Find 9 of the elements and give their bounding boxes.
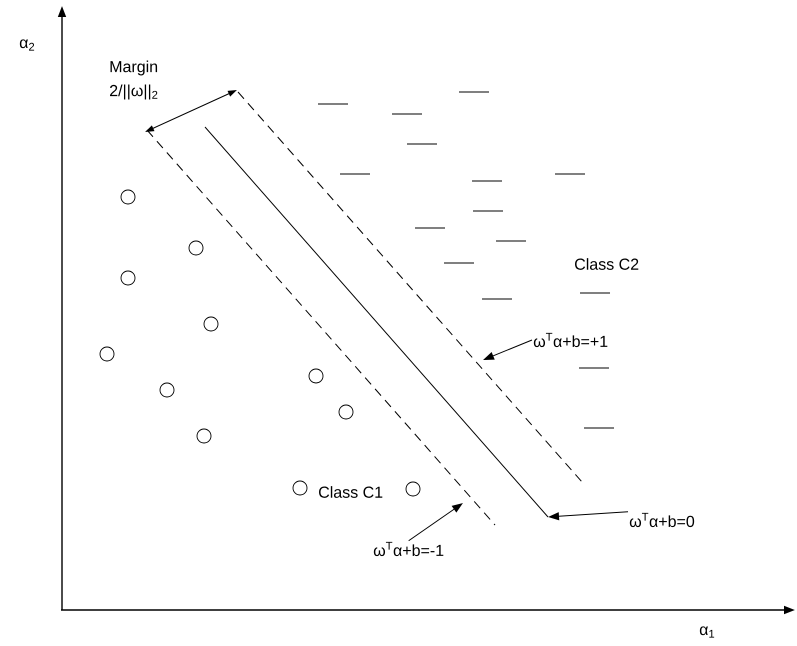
axis-label: α$_{2}$ [20, 39, 34, 51]
margin-formula: 2/||ω||$_{2}$ [110, 84, 158, 100]
class-label: Class C1 [319, 486, 382, 498]
equation-label: ω$^{T}$α+b=0 [630, 512, 694, 528]
class-label: Class C2 [575, 258, 638, 270]
margin-label: Margin [110, 60, 158, 76]
equation-label: ω$^{T}$α+b=+1 [534, 332, 608, 348]
axis-label: α$_{1}$ [700, 626, 714, 638]
equation-label: ω$^{T}$α+b=-1 [374, 542, 444, 556]
